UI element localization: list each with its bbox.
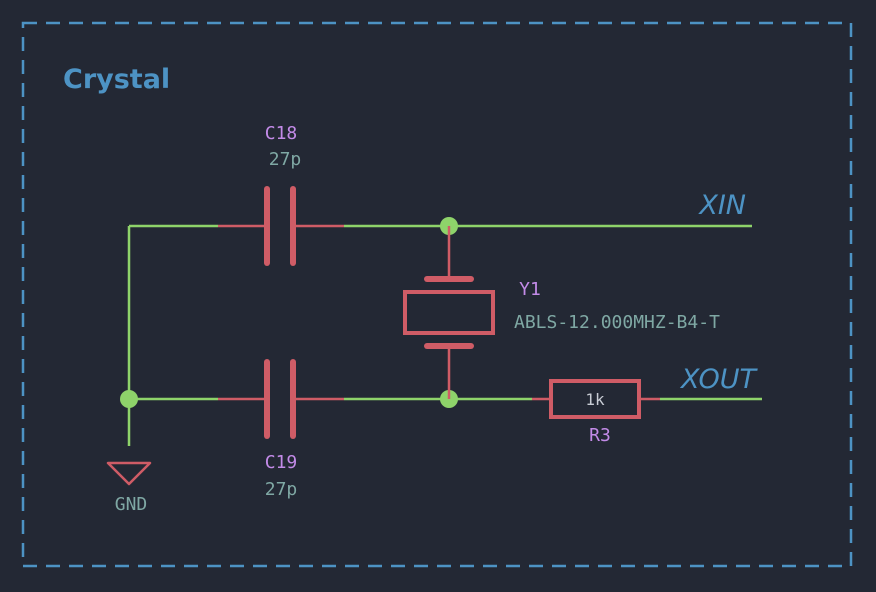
y1-value: ABLS-12.000MHZ-B4-T [514,312,720,333]
ground-symbol-gnd[interactable]: GND [106,461,152,515]
net-label-xout[interactable]: XOUT [679,364,759,395]
crystal-symbol [403,226,495,399]
capacitor-symbol [218,359,344,439]
gnd-label: GND [115,494,148,515]
capacitor-symbol [218,186,344,266]
c19-ref: C19 [265,452,298,473]
resistor-symbol [532,379,660,419]
c18-value: 27p [269,149,302,170]
c18-ref: C18 [265,123,298,144]
junctions [120,217,458,408]
junction-dot [120,390,138,408]
capacitor-c18[interactable]: C18 27p [218,123,344,266]
sheet-title: Crystal [63,64,170,95]
wires [127,224,762,446]
y1-ref: Y1 [519,279,541,300]
crystal-y1[interactable]: Y1 ABLS-12.000MHZ-B4-T [403,226,720,399]
r3-ref: R3 [589,425,611,446]
resistor-r3[interactable]: 1k R3 [532,379,660,446]
c19-value: 27p [265,479,298,500]
capacitor-c19[interactable]: C19 27p [218,359,344,500]
ground-symbol [106,461,152,486]
sheet-border [21,21,853,568]
r3-value: 1k [585,390,605,409]
net-label-xin[interactable]: XIN [697,190,746,221]
